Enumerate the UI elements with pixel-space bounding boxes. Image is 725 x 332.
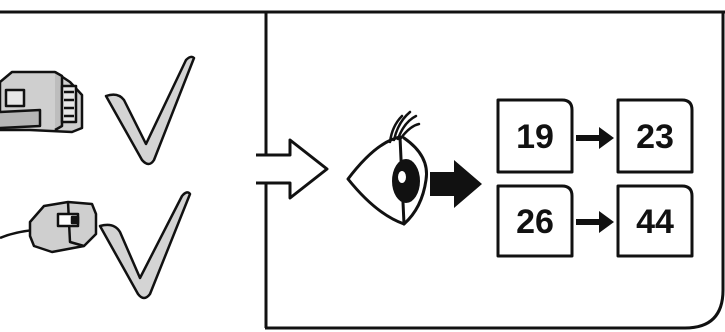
small-arrow-icon: [576, 211, 614, 233]
eye-icon: [346, 110, 429, 226]
target-box: [616, 98, 694, 174]
target-box-label: 23: [636, 118, 674, 156]
small-arrow-icon: [576, 127, 614, 149]
box-row-1: 19 23: [496, 98, 694, 174]
solid-arrow-icon: [430, 160, 482, 208]
source-box-label: 26: [516, 203, 554, 241]
target-box-label: 44: [636, 203, 674, 241]
source-box-label: 19: [516, 118, 554, 156]
box-row-2: 26 44: [496, 184, 694, 258]
panel-frame: [0, 10, 725, 330]
outline-arrow-icon: [256, 138, 329, 200]
source-box: [496, 98, 574, 174]
connector-plug-icon: [0, 70, 84, 134]
checkmark-icon: [104, 55, 196, 166]
connector-cable-icon: [0, 200, 98, 254]
checkmark-icon: [98, 191, 192, 300]
target-box: [616, 184, 694, 258]
source-box: [496, 184, 574, 258]
